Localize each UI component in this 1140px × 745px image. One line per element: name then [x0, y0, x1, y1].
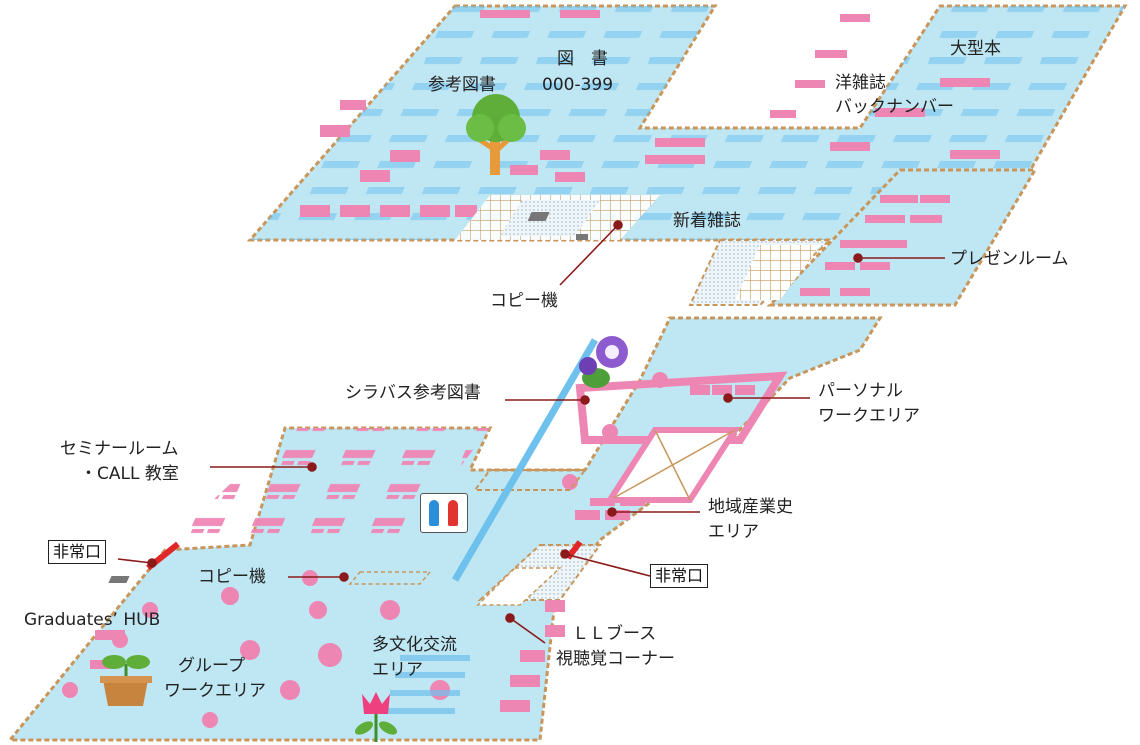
- label-regional-history-2: エリア: [708, 522, 759, 542]
- label-library-range: 000-399: [542, 75, 614, 95]
- label-large-books: 大型本: [950, 39, 1001, 59]
- label-graduates-hub[interactable]: Graduates’ HUB: [24, 610, 161, 630]
- label-ll-booth[interactable]: ＬＬブース: [572, 624, 657, 644]
- label-multicultural: 多文化交流: [372, 635, 457, 655]
- label-foreign-magazines: 洋雑誌: [835, 73, 886, 93]
- label-group-work: グループ: [178, 656, 245, 676]
- tree-icon: [466, 94, 526, 175]
- sprout-pot-icon: [100, 655, 152, 706]
- label-regional-history: 地域産業史: [708, 497, 793, 517]
- tulip-icon: [354, 692, 398, 742]
- label-call-classroom[interactable]: ・CALL 教室: [80, 464, 179, 484]
- label-personal-work-2: ワークエリア: [818, 406, 920, 426]
- label-copier-bottom[interactable]: コピー機: [198, 567, 266, 587]
- label-seminar-room[interactable]: セミナールーム: [60, 439, 179, 459]
- label-multicultural-2: エリア: [372, 660, 423, 680]
- label-reference: 参考図書: [428, 75, 496, 95]
- label-personal-work: パーソナル: [818, 381, 903, 401]
- label-new-magazines: 新着雑誌: [673, 211, 741, 231]
- label-av-corner[interactable]: 視聴覚コーナー: [556, 649, 675, 669]
- leader-lines: [117, 220, 945, 644]
- label-emergency-exit-left: 非常口: [48, 540, 107, 564]
- restroom-icon: [420, 493, 468, 533]
- label-library: 図 書: [557, 49, 608, 69]
- label-emergency-exit-right: 非常口: [650, 564, 709, 588]
- morning-glory-icon: [579, 336, 628, 388]
- label-group-work-2: ワークエリア: [164, 681, 266, 701]
- label-syllabus-reference: シラバス参考図書: [345, 383, 481, 403]
- label-copier-top[interactable]: コピー機: [490, 291, 558, 311]
- label-presentation-room[interactable]: プレゼンルーム: [950, 249, 1069, 269]
- label-back-numbers: バックナンバー: [835, 97, 954, 117]
